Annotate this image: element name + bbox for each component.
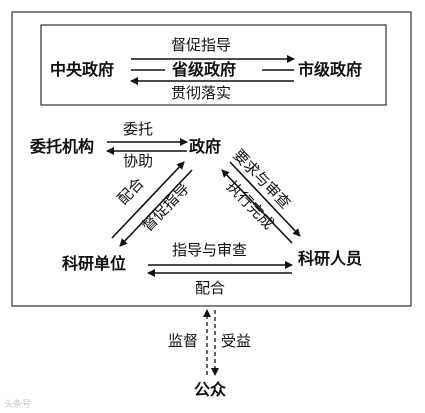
node-research-unit: 科研单位 (62, 254, 127, 273)
label-supervise-guide: 督促指导 (171, 36, 232, 54)
node-government: 政府 (189, 137, 222, 156)
node-central-government: 中央政府 (50, 60, 115, 79)
arrow-unit-to-government (111, 161, 185, 239)
label-implement: 贯彻落实 (171, 84, 232, 102)
label-benefit: 受益 (221, 332, 252, 350)
arrow-government-to-unit (119, 169, 193, 247)
node-researchers: 科研人员 (298, 249, 363, 268)
node-public: 公众 (194, 380, 227, 399)
label-guide-review: 指导与审查 (172, 241, 248, 259)
node-entrusting-agency: 委托机构 (30, 137, 95, 156)
label-supervise: 监督 (168, 332, 199, 350)
outer-frame (11, 11, 412, 307)
label-assist: 协助 (123, 152, 154, 170)
arrow-researchers-to-government (221, 169, 293, 244)
node-city-government: 市级政府 (298, 60, 363, 79)
arrow-government-to-researchers (229, 161, 301, 237)
government-levels-box (40, 24, 387, 106)
node-provincial-government: 省级政府 (172, 60, 237, 79)
label-entrust: 委托 (123, 120, 154, 138)
label-cooperate-bottom: 配合 (195, 279, 226, 297)
watermark: 头条号 (4, 400, 32, 410)
